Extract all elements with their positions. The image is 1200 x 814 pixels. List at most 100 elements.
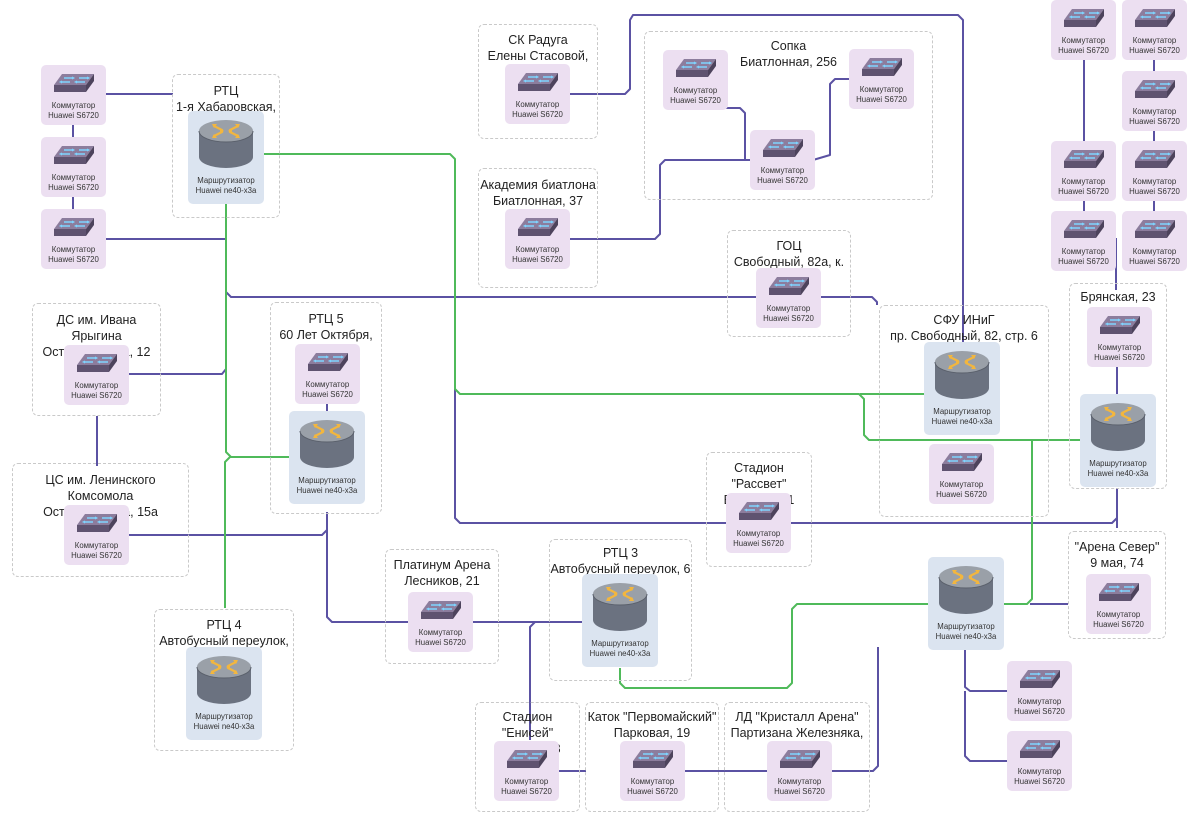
site-title: Брянская, 23: [1080, 290, 1156, 304]
network-switch-icon: [1135, 150, 1175, 168]
site-title: Каток "Первомайский" Парковая, 19: [587, 710, 717, 740]
network-switch-icon: [1020, 670, 1060, 688]
switch-node-15[interactable]: Коммутатор Huawei S6720: [1087, 307, 1152, 367]
router-node-12[interactable]: Маршрутизатор Huawei ne40-x3a: [289, 411, 365, 504]
switch-node-32[interactable]: Коммутатор Huawei S6720: [1007, 731, 1072, 791]
router-label: Маршрутизатор Huawei ne40-x3a: [193, 712, 255, 731]
router-icon: [196, 656, 252, 704]
switch-label: Коммутатор Huawei S6720: [302, 380, 353, 399]
switch-node-23[interactable]: Коммутатор Huawei S6720: [1122, 211, 1187, 271]
switch-node-26[interactable]: Коммутатор Huawei S6720: [408, 592, 473, 652]
network-switch-icon: [862, 58, 902, 76]
switch-label: Коммутатор Huawei S6720: [1058, 177, 1109, 196]
router-label: Маршрутизатор Huawei ne40-x3a: [296, 476, 358, 495]
router-node-3[interactable]: Маршрутизатор Huawei ne40-x3a: [188, 111, 264, 204]
switch-node-7[interactable]: Коммутатор Huawei S6720: [849, 49, 914, 109]
network-switch-icon: [1064, 150, 1104, 168]
switch-node-31[interactable]: Коммутатор Huawei S6720: [1007, 661, 1072, 721]
network-switch-icon: [1100, 316, 1140, 334]
router-icon: [1090, 403, 1146, 451]
site-title: СФУ ИНиГ пр. Свободный, 82, стр. 6: [890, 313, 1038, 343]
network-switch-icon: [1135, 80, 1175, 98]
site-arena-sever: "Арена Север" 9 мая, 74: [1068, 531, 1166, 639]
switch-node-2[interactable]: Коммутатор Huawei S6720: [41, 209, 106, 269]
network-switch-icon: [54, 146, 94, 164]
switch-label: Коммутатор Huawei S6720: [501, 777, 552, 796]
switch-label: Коммутатор Huawei S6720: [774, 777, 825, 796]
router-icon: [299, 420, 355, 468]
switch-node-1[interactable]: Коммутатор Huawei S6720: [41, 137, 106, 197]
switch-label: Коммутатор Huawei S6720: [512, 245, 563, 264]
switch-node-25[interactable]: Коммутатор Huawei S6720: [726, 493, 791, 553]
green-link-31: [264, 153, 1080, 441]
router-node-28[interactable]: Маршрутизатор Huawei ne40-x3a: [928, 557, 1004, 650]
site-platinum: Платинум Арена Лесников, 21: [385, 549, 499, 664]
switch-node-21[interactable]: Коммутатор Huawei S6720: [1122, 141, 1187, 201]
router-icon: [198, 120, 254, 168]
site-rtc-main: РТЦ 1-я Хабаровская, 3: [172, 74, 280, 218]
network-switch-icon: [77, 354, 117, 372]
site-title: РТЦ 3 Автобусный переулок, 6: [550, 546, 691, 576]
router-node-16[interactable]: Маршрутизатор Huawei ne40-x3a: [1080, 394, 1156, 487]
switch-label: Коммутатор Huawei S6720: [856, 85, 907, 104]
green-link-33: [224, 456, 289, 608]
switch-label: Коммутатор Huawei S6720: [1058, 36, 1109, 55]
switch-label: Коммутатор Huawei S6720: [48, 101, 99, 120]
network-switch-icon: [54, 74, 94, 92]
network-switch-icon: [763, 139, 803, 157]
switch-node-14[interactable]: Коммутатор Huawei S6720: [929, 444, 994, 504]
switch-node-4[interactable]: Коммутатор Huawei S6720: [505, 64, 570, 124]
network-switch-icon: [54, 218, 94, 236]
switch-node-8[interactable]: Коммутатор Huawei S6720: [750, 130, 815, 190]
switch-node-29[interactable]: Коммутатор Huawei S6720: [1086, 574, 1151, 634]
switch-node-34[interactable]: Коммутатор Huawei S6720: [620, 741, 685, 801]
router-label: Маршрутизатор Huawei ne40-x3a: [589, 639, 651, 658]
switch-label: Коммутатор Huawei S6720: [1014, 697, 1065, 716]
network-switch-icon: [1099, 583, 1139, 601]
switch-label: Коммутатор Huawei S6720: [1129, 247, 1180, 266]
site-title: Сопка Биатлонная, 256: [739, 39, 838, 69]
switch-node-20[interactable]: Коммутатор Huawei S6720: [1051, 141, 1116, 201]
switch-node-19[interactable]: Коммутатор Huawei S6720: [1122, 71, 1187, 131]
site-kristall: ЛД "Кристалл Арена" Партизана Железняка,…: [724, 702, 870, 812]
site-title: РТЦ 1-я Хабаровская, 3: [175, 84, 277, 130]
network-switch-icon: [942, 453, 982, 471]
switch-node-0[interactable]: Коммутатор Huawei S6720: [41, 65, 106, 125]
network-switch-icon: [507, 750, 547, 768]
switch-node-5[interactable]: Коммутатор Huawei S6720: [505, 209, 570, 269]
switch-label: Коммутатор Huawei S6720: [71, 381, 122, 400]
switch-label: Коммутатор Huawei S6720: [48, 173, 99, 192]
router-node-27[interactable]: Маршрутизатор Huawei ne40-x3a: [582, 574, 658, 667]
site-sopka: Сопка Биатлонная, 256: [644, 31, 933, 200]
router-label: Маршрутизатор Huawei ne40-x3a: [1087, 459, 1149, 478]
network-switch-icon: [633, 750, 673, 768]
switch-label: Коммутатор Huawei S6720: [415, 628, 466, 647]
network-switch-icon: [77, 514, 117, 532]
switch-node-9[interactable]: Коммутатор Huawei S6720: [756, 268, 821, 328]
switch-node-11[interactable]: Коммутатор Huawei S6720: [295, 344, 360, 404]
switch-node-18[interactable]: Коммутатор Huawei S6720: [1122, 0, 1187, 60]
switch-node-35[interactable]: Коммутатор Huawei S6720: [767, 741, 832, 801]
purple-link-30: [829, 647, 879, 772]
site-title: Платинум Арена Лесников, 21: [393, 558, 491, 588]
switch-label: Коммутатор Huawei S6720: [627, 777, 678, 796]
site-title: "Арена Север" 9 мая, 74: [1074, 540, 1160, 570]
router-label: Маршрутизатор Huawei ne40-x3a: [931, 407, 993, 426]
router-node-13[interactable]: Маршрутизатор Huawei ne40-x3a: [924, 342, 1000, 435]
purple-link-12: [326, 512, 410, 623]
switch-label: Коммутатор Huawei S6720: [763, 304, 814, 323]
switch-node-33[interactable]: Коммутатор Huawei S6720: [494, 741, 559, 801]
network-switch-icon: [1020, 740, 1060, 758]
switch-node-6[interactable]: Коммутатор Huawei S6720: [663, 50, 728, 110]
switch-label: Коммутатор Huawei S6720: [1058, 247, 1109, 266]
router-node-30[interactable]: Маршрутизатор Huawei ne40-x3a: [186, 647, 262, 740]
switch-label: Коммутатор Huawei S6720: [71, 541, 122, 560]
switch-node-22[interactable]: Коммутатор Huawei S6720: [1051, 211, 1116, 271]
switch-node-10[interactable]: Коммутатор Huawei S6720: [64, 345, 129, 405]
switch-node-17[interactable]: Коммутатор Huawei S6720: [1051, 0, 1116, 60]
network-switch-icon: [518, 73, 558, 91]
switch-label: Коммутатор Huawei S6720: [936, 480, 987, 499]
switch-node-24[interactable]: Коммутатор Huawei S6720: [64, 505, 129, 565]
site-ds-yarygina: ДС им. Ивана Ярыгина Остров отдыха, 12: [32, 303, 161, 416]
